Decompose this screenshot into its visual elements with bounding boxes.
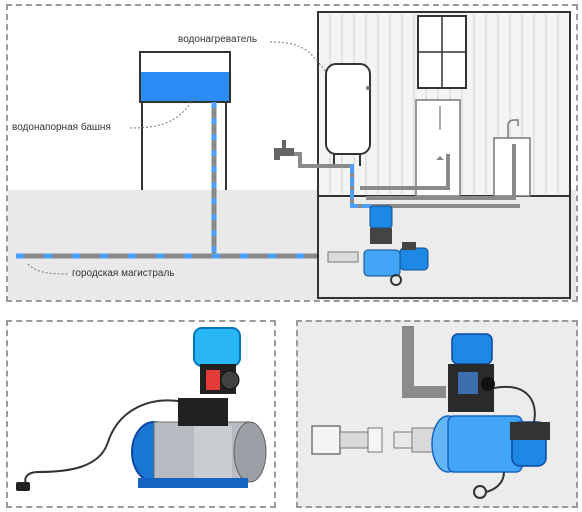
pump-schematic bbox=[311, 326, 550, 499]
water-tower bbox=[139, 51, 231, 254]
pump-schematic-panel bbox=[296, 320, 578, 508]
water-heater bbox=[325, 63, 371, 166]
pump-diagram bbox=[327, 205, 429, 286]
system-diagram-panel: водонагреватель водонапорная башня город… bbox=[6, 4, 578, 302]
water-tower-label: водонапорная башня bbox=[12, 122, 111, 133]
city-main-label: городская магистраль bbox=[72, 268, 175, 279]
house-plumbing bbox=[290, 144, 520, 236]
shower-stall bbox=[415, 99, 461, 197]
power-plug bbox=[16, 482, 30, 491]
pump-photo-panel bbox=[6, 320, 276, 508]
water-heater-label: водонагреватель bbox=[178, 34, 258, 45]
system-diagram bbox=[8, 11, 576, 300]
outdoor-faucet bbox=[274, 140, 294, 160]
house bbox=[317, 11, 571, 299]
pump-photo bbox=[16, 327, 267, 491]
